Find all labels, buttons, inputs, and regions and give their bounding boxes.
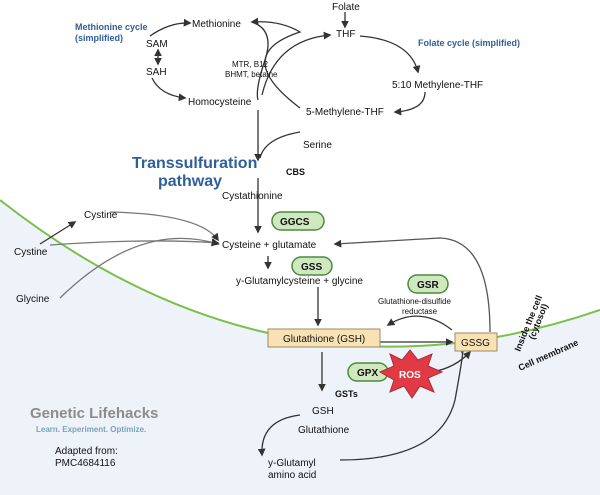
folate-cycle-title: Folate cycle (simplified) xyxy=(418,38,520,48)
ggcs-enzyme-box xyxy=(271,211,325,231)
arc-methionine-side xyxy=(251,21,269,101)
methionine-cycle-title-2: (simplified) xyxy=(75,33,123,43)
arrow-thf-to-methylenethf xyxy=(359,35,421,74)
gss-label: GSS xyxy=(301,262,322,273)
glutathione-out-label: Glutathione xyxy=(298,425,350,436)
cystathionine-label: Cystathionine xyxy=(222,191,283,202)
gssg-box-label: GSSG xyxy=(461,338,490,349)
gsr-enzyme-box xyxy=(407,274,449,294)
cysteine-glutamate-label: Cysteine + glutamate xyxy=(222,240,317,251)
gpx-label: GPX xyxy=(357,368,378,379)
arrow-serine-join xyxy=(259,131,301,159)
gsh-box-label: Glutathione (GSH) xyxy=(283,334,365,345)
logo-tagline: Learn. Experiment. Optimize. xyxy=(36,425,146,434)
gss-enzyme-box xyxy=(291,256,333,276)
methylene-thf-label: 5:10 Methylene-THF xyxy=(392,80,483,91)
arrow-cystine-to-cysteine xyxy=(109,211,219,242)
arrow-sah-to-homocysteine xyxy=(151,77,187,102)
mtr-label-1: MTR, B12 xyxy=(232,60,269,69)
methyl-thf-label: 5-Methylene-THF xyxy=(306,107,384,118)
cystine-outside-label: Cystine xyxy=(84,210,118,221)
serine-label: Serine xyxy=(303,140,332,151)
ros-starburst xyxy=(378,349,444,399)
arrow-glutathione-to-glutamyl xyxy=(257,414,301,457)
arrow-cystine-in xyxy=(39,221,77,245)
arrow-glycine-to-cysteine xyxy=(59,237,220,299)
cystine-inside-label: Cystine xyxy=(14,247,48,258)
arrow-gssg-to-gsh xyxy=(386,315,453,331)
gsh-out-label: GSH xyxy=(312,406,334,417)
credit-line-2: PMC4684116 xyxy=(55,458,116,469)
sam-label: SAM xyxy=(146,39,168,50)
transsulfuration-title-2: pathway xyxy=(158,173,222,190)
gsr-label: GSR xyxy=(417,280,439,291)
folate-label: Folate xyxy=(332,2,360,13)
gsts-label: GSTs xyxy=(335,389,358,399)
sah-label: SAH xyxy=(146,67,167,78)
arrow-gssg-to-cysteine xyxy=(333,237,491,333)
glutamyl-amino-acid-1: y-Glutamyl xyxy=(268,458,316,469)
cbs-label: CBS xyxy=(286,167,305,177)
glycine-label: Glycine xyxy=(16,294,50,305)
transsulfuration-title-1: Transsulfuration xyxy=(132,155,257,172)
glutamyl-amino-acid-2: amino acid xyxy=(268,470,316,481)
mtr-label-2: BHMT, betaine xyxy=(225,70,278,79)
gsr-desc-1: Glutathione-disulfide xyxy=(378,297,451,306)
arrow-thf-link xyxy=(261,31,332,96)
methionine-cycle-title-1: Methionine cycle xyxy=(75,22,148,32)
homocysteine-label: Homocysteine xyxy=(188,97,252,108)
ggcs-label: GGCS xyxy=(280,217,310,228)
arrow-glutamyl-to-cysteine xyxy=(339,344,469,461)
arrow-cystine-inside-to-cysteine xyxy=(49,238,220,247)
thf-label: THF xyxy=(336,29,355,40)
gsh-box xyxy=(267,328,381,348)
logo-name: Genetic Lifehacks xyxy=(30,405,158,422)
credit-line-1: Adapted from: xyxy=(55,446,118,457)
ros-label: ROS xyxy=(399,370,421,381)
gssg-box xyxy=(454,332,498,352)
methionine-label: Methionine xyxy=(192,19,241,30)
arrow-methylthf-to-methionine xyxy=(250,17,302,109)
gsr-desc-2: reductase xyxy=(402,307,438,316)
arrow-sam-to-methionine xyxy=(149,18,192,37)
glutamylcysteine-label: y-Glutamylcysteine + glycine xyxy=(236,276,363,287)
arrow-methylenethf-to-methylthf xyxy=(393,91,426,116)
